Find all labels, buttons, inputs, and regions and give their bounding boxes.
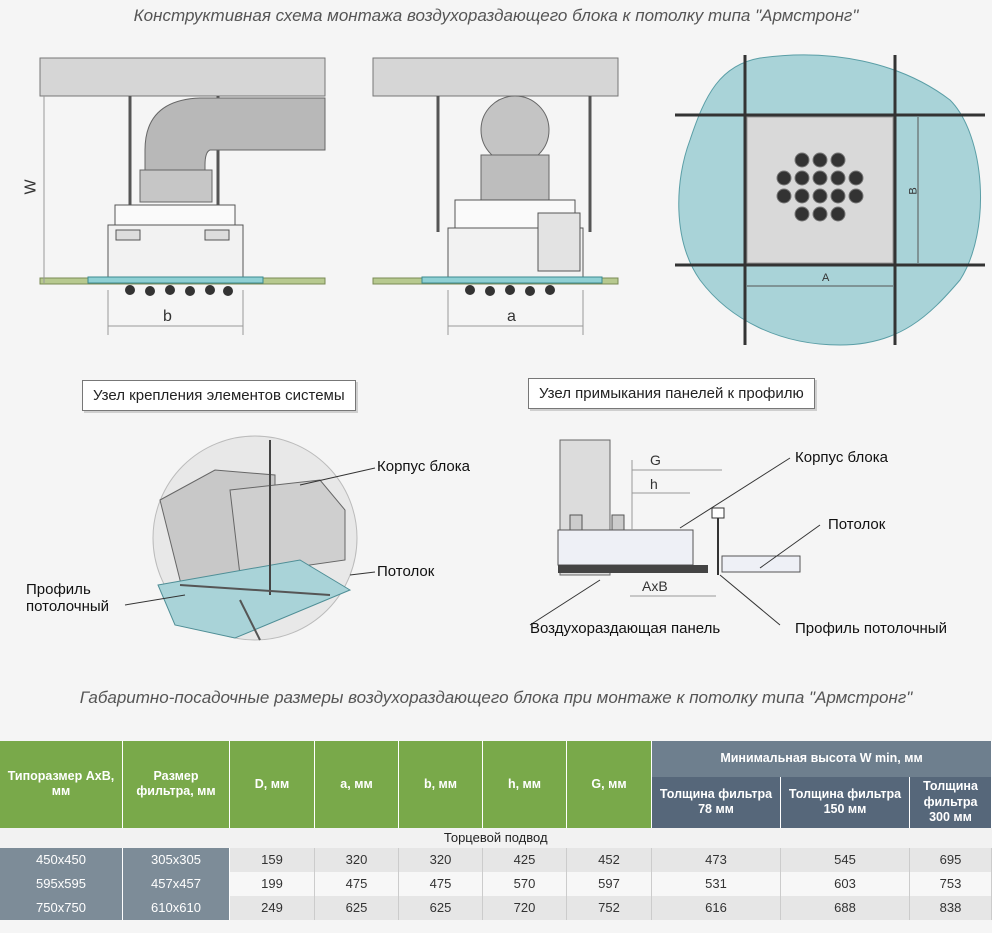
cell-size: 595х595: [0, 871, 123, 896]
th-f150: Толщина фильтра 150 мм: [780, 777, 910, 828]
cell-g: 452: [566, 847, 652, 872]
label-profile-right: Профиль потолочный: [795, 620, 947, 637]
node-panels-drawing: [529, 439, 821, 626]
cell-filter: 305х305: [122, 847, 230, 872]
unit-left-drawing: [39, 57, 326, 335]
cell-g: 597: [566, 871, 652, 896]
cell-d: 249: [229, 895, 315, 920]
dim-w: W: [22, 179, 40, 195]
th-d: D, мм: [229, 741, 315, 828]
caption-node-fastening: Узел крепления элементов системы: [82, 380, 356, 411]
cell-h: 570: [482, 871, 567, 896]
ceiling-top-view: [675, 54, 985, 346]
dimensions-table: Типоразмер АхВ, мм Размер фильтра, мм D,…: [0, 741, 992, 920]
dim-g: G: [650, 452, 661, 468]
dim-b-upper: B: [907, 187, 920, 195]
cell-w150: 688: [780, 895, 910, 920]
label-housing-right: Корпус блока: [795, 449, 888, 466]
cell-g: 752: [566, 895, 652, 920]
dim-a-upper: A: [822, 272, 830, 284]
cell-b: 475: [398, 871, 483, 896]
label-profile-left-1: Профиль: [26, 581, 91, 598]
th-min-height: Минимальная высота W min, мм: [651, 741, 992, 777]
cell-w78: 473: [651, 847, 781, 872]
cell-a: 625: [314, 895, 399, 920]
cell-w300: 695: [909, 847, 992, 872]
caption-node-panels: Узел примыкания панелей к профилю: [528, 378, 815, 409]
label-profile-left-2: потолочный: [26, 598, 110, 615]
cell-b: 625: [398, 895, 483, 920]
cell-filter: 610х610: [122, 895, 230, 920]
label-ceiling-right: Потолок: [828, 516, 886, 533]
table-row: 595х595 457х457 199 475 475 570 597 531 …: [0, 871, 992, 896]
cell-a: 320: [314, 847, 399, 872]
diagram-canvas: [39, 54, 985, 641]
cell-w300: 838: [909, 895, 992, 920]
table-section: Торцевой подвод: [0, 827, 992, 848]
cell-w150: 603: [780, 871, 910, 896]
table-title: Габаритно-посадочные размеры воздухоразд…: [79, 688, 913, 707]
cell-filter: 457х457: [122, 871, 230, 896]
cell-w78: 531: [651, 871, 781, 896]
node-fastening-drawing: [124, 435, 376, 641]
top-title: Конструктивная схема монтажа воздухоразд…: [133, 6, 859, 25]
dim-a-lower: a: [507, 308, 516, 325]
th-filter: Размер фильтра, мм: [122, 741, 230, 828]
th-f300: Толщина фильтра 300 мм: [909, 777, 992, 828]
dim-b-lower: b: [163, 308, 172, 325]
cell-b: 320: [398, 847, 483, 872]
cell-h: 720: [482, 895, 567, 920]
cell-w300: 753: [909, 871, 992, 896]
th-size: Типоразмер АхВ, мм: [0, 741, 123, 828]
dim-axb: AxB: [642, 578, 668, 594]
th-g: G, мм: [566, 741, 652, 828]
cell-w78: 616: [651, 895, 781, 920]
th-b: b, мм: [398, 741, 483, 828]
cell-size: 450х450: [0, 847, 123, 872]
dim-h: h: [650, 476, 658, 492]
cell-a: 475: [314, 871, 399, 896]
th-h: h, мм: [482, 741, 567, 828]
cell-d: 199: [229, 871, 315, 896]
unit-middle-drawing: [372, 57, 619, 335]
th-f78: Толщина фильтра 78 мм: [651, 777, 781, 828]
cell-h: 425: [482, 847, 567, 872]
table-row: 450х450 305х305 159 320 320 425 452 473 …: [0, 847, 992, 872]
label-ceiling-left: Потолок: [377, 563, 435, 580]
cell-d: 159: [229, 847, 315, 872]
th-a: a, мм: [314, 741, 399, 828]
cell-w150: 545: [780, 847, 910, 872]
table-row: 750х750 610х610 249 625 625 720 752 616 …: [0, 895, 992, 920]
cell-size: 750х750: [0, 895, 123, 920]
label-panel-right: Воздухораздающая панель: [530, 620, 721, 637]
label-housing-left: Корпус блока: [377, 458, 470, 475]
